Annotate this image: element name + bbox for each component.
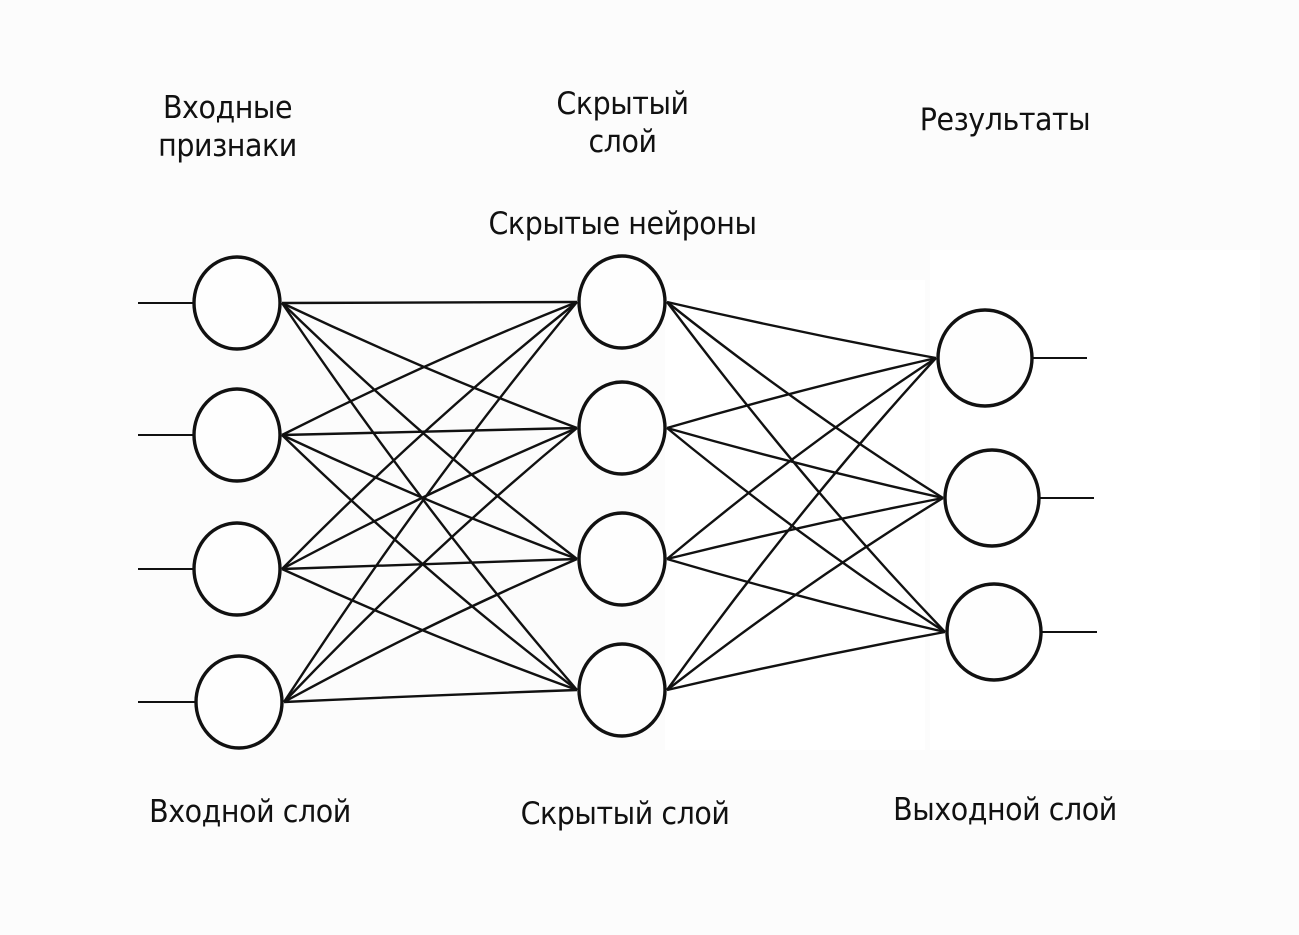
connection-hidden4-output2	[666, 496, 944, 691]
connection-hidden3-output2	[666, 496, 944, 561]
hidden-neuron-3	[577, 511, 667, 607]
hidden-neuron-2	[577, 380, 667, 476]
input-neuron-1	[192, 255, 282, 351]
connection-hidden3-output1	[666, 356, 937, 560]
output-layer-label: Выходной слой	[893, 792, 1117, 828]
hidden-layer-title-line-2: слой	[588, 124, 657, 160]
background-patch	[665, 280, 925, 750]
input-neuron-3	[192, 521, 282, 617]
connection-input1-hidden2	[281, 301, 578, 430]
connection-input4-hidden3	[283, 557, 578, 704]
hidden-neuron-4	[577, 642, 667, 738]
connection-input3-hidden1	[281, 301, 578, 570]
input-neuron-2	[192, 387, 282, 483]
connection-hidden4-output3	[666, 630, 946, 692]
connection-input1-hidden1	[281, 300, 578, 305]
hidden-layer-title-line-1: Скрытый	[556, 86, 689, 122]
connection-input3-hidden2	[281, 426, 578, 571]
hidden-neuron-1	[577, 254, 667, 350]
connection-input1-hidden3	[281, 302, 578, 560]
connection-input3-hidden3	[281, 557, 578, 571]
connection-hidden1-output2	[666, 301, 944, 500]
input-features-label: Входные признаки	[129, 88, 327, 166]
connection-input1-hidden4	[281, 302, 578, 691]
neurons	[192, 254, 1043, 750]
input-layer-label: Входной слой	[149, 794, 351, 830]
connection-hidden3-output3	[666, 557, 946, 634]
connection-input3-hidden4	[281, 567, 578, 692]
connection-input4-hidden1	[282, 301, 578, 703]
hidden-layer-label: Скрытый слой	[520, 796, 730, 832]
connections	[281, 300, 946, 704]
connection-input2-hidden1	[281, 300, 578, 437]
connection-hidden1-output3	[666, 301, 946, 633]
connection-input4-hidden4	[283, 688, 578, 704]
output-neuron-3	[945, 582, 1043, 682]
input-neuron-4	[194, 654, 284, 750]
output-neuron-2	[943, 448, 1041, 548]
hidden-layer-title-label: Скрытый слой	[524, 84, 722, 162]
connection-input2-hidden3	[281, 433, 578, 561]
input-features-line-1: Входные	[162, 90, 293, 126]
connection-input2-hidden4	[281, 434, 578, 691]
hidden-neurons-label: Скрытые нейроны	[488, 206, 757, 242]
output-neuron-1	[936, 308, 1034, 408]
input-features-line-2: признаки	[158, 128, 297, 164]
connection-hidden2-output1	[666, 356, 937, 430]
io-lines	[138, 302, 1097, 703]
connection-input2-hidden2	[281, 426, 578, 437]
connection-hidden1-output1	[666, 300, 937, 360]
connection-input4-hidden2	[283, 427, 578, 703]
connection-hidden2-output3	[666, 427, 946, 634]
connection-hidden4-output1	[666, 357, 937, 691]
results-label: Результаты	[919, 102, 1091, 138]
connection-hidden2-output2	[666, 426, 944, 500]
